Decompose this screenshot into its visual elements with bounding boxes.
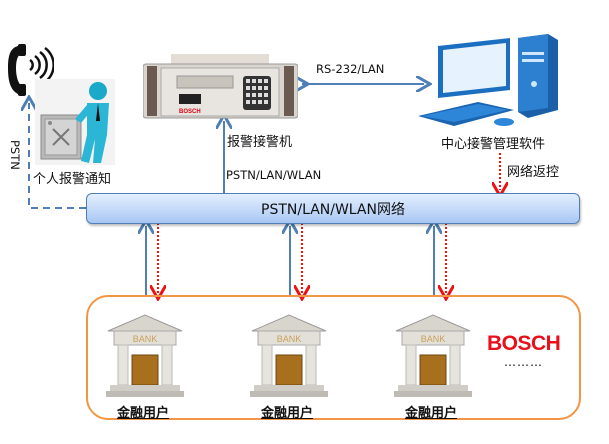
bank-label: 金融用户: [405, 406, 458, 421]
pstn-link-label: PSTN: [8, 140, 22, 170]
more-ellipsis: ………: [504, 355, 543, 369]
personal-alert-label: 个人报警通知: [33, 172, 112, 187]
bank-sign: BANK: [133, 334, 158, 344]
pstn-dashed-link: [29, 103, 86, 209]
alarm-receiver-icon: BOSCH: [143, 54, 298, 119]
bank-node: BANK: [392, 313, 474, 401]
bank-label: 金融用户: [117, 406, 170, 421]
bank-sign: BANK: [277, 334, 302, 344]
network-label: PSTN/LAN/WLAN网络: [261, 201, 405, 218]
bank-node: BANK: [248, 313, 330, 401]
network-bar: PSTN/LAN/WLAN网络: [86, 193, 580, 224]
bosch-logo: BOSCH: [487, 332, 561, 355]
person-safe-icon: [35, 79, 115, 165]
phone-icon: [8, 44, 54, 96]
svg-text:BOSCH: BOSCH: [179, 109, 201, 115]
rs232-label: RS-232/LAN: [316, 62, 385, 76]
bank-sign: BANK: [421, 334, 446, 344]
bank-icon: BANK: [250, 314, 328, 397]
financial-users-group: [86, 295, 581, 420]
receiver-link-label: PSTN/LAN/WLAN: [226, 168, 322, 182]
center-software-label: 中心接警管理软件: [441, 137, 546, 152]
bank-node: BANK: [104, 313, 186, 401]
bank-icon: BANK: [394, 314, 472, 397]
bank-icon: BANK: [106, 314, 184, 397]
receiver-label: 报警接警机: [227, 135, 293, 150]
remote-control-label: 网络返控: [507, 165, 560, 180]
bank-label: 金融用户: [261, 406, 314, 421]
computer-icon: [418, 34, 558, 126]
